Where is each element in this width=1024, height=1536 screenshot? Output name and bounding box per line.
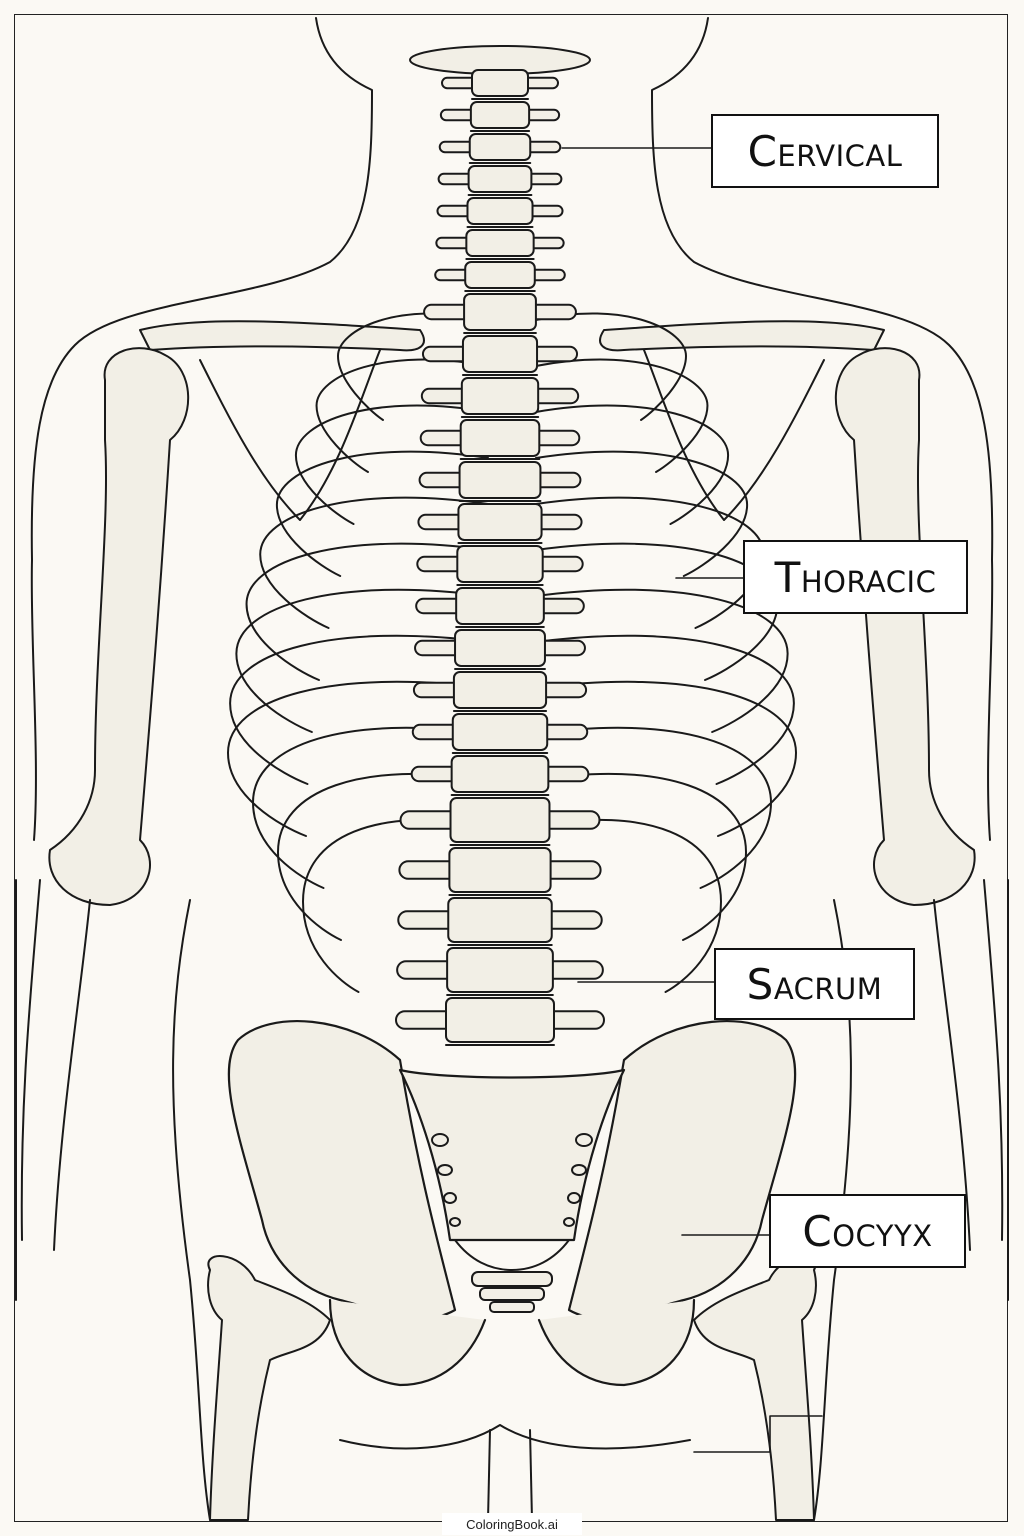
rib-left — [252, 726, 489, 889]
rib-left — [227, 680, 489, 837]
label-cocyyx-text: Cocyyx — [802, 1206, 933, 1256]
leader-lines — [561, 147, 823, 1453]
rib-left — [294, 404, 489, 525]
vertebra-body — [468, 133, 532, 161]
rib-right — [535, 450, 749, 577]
body-outline — [15, 17, 1009, 1521]
label-cervical-text: Cervical — [747, 126, 903, 176]
vertebra-body — [464, 261, 536, 289]
vertebra-body — [461, 335, 539, 373]
rib-right — [535, 772, 747, 941]
vertebra-body — [458, 461, 542, 499]
label-sacrum-text: Sacrum — [746, 959, 883, 1009]
leader-extra — [693, 1415, 823, 1453]
vertebra-body — [467, 165, 533, 193]
rib-right — [535, 726, 772, 889]
vertebra-body — [454, 629, 546, 667]
credit-watermark: ColoringBook.ai — [442, 1513, 582, 1535]
rib-left — [277, 772, 489, 941]
rib-right — [535, 818, 722, 993]
femur-bones — [207, 1255, 817, 1521]
rib-left — [275, 450, 489, 577]
label-sacrum: Sacrum — [714, 948, 915, 1020]
rib-left — [259, 496, 489, 629]
rib-left — [315, 358, 489, 473]
vertebra-body — [469, 101, 531, 129]
vertebra-body — [447, 897, 553, 943]
rib-left — [229, 634, 489, 785]
vertebra-body — [449, 797, 551, 843]
vertebra-body — [451, 713, 549, 751]
rib-right — [535, 588, 789, 733]
vertebra-body — [446, 947, 554, 993]
rib-left — [245, 542, 489, 681]
sacrum-coccyx — [431, 1133, 593, 1313]
vertebra-body — [459, 419, 541, 457]
label-thoracic-text: Thoracic — [774, 552, 937, 602]
rib-right — [535, 312, 687, 421]
vertebra-body — [465, 229, 535, 257]
vertebra-body — [448, 847, 552, 893]
vertebra-body — [463, 293, 537, 331]
vertebra-body — [445, 997, 555, 1043]
vertebra-body — [460, 377, 540, 415]
arm-bones — [20, 347, 1004, 1251]
rib-right — [535, 680, 797, 837]
label-cocyyx: Cocyyx — [769, 1194, 966, 1268]
rib-right — [535, 634, 795, 785]
vertebra-body — [471, 69, 529, 97]
vertebra-body — [457, 503, 543, 541]
vertebra-body — [455, 587, 545, 625]
label-thoracic: Thoracic — [743, 540, 968, 614]
rib-right — [535, 358, 709, 473]
label-cervical: Cervical — [711, 114, 939, 188]
vertebral-column — [395, 45, 605, 1046]
ribcage — [227, 312, 797, 993]
vertebra-body — [452, 671, 548, 709]
rib-right — [535, 404, 730, 525]
rib-left — [235, 588, 489, 733]
vertebra-body — [456, 545, 544, 583]
vertebra-body — [450, 755, 550, 793]
vertebra-body — [466, 197, 534, 225]
